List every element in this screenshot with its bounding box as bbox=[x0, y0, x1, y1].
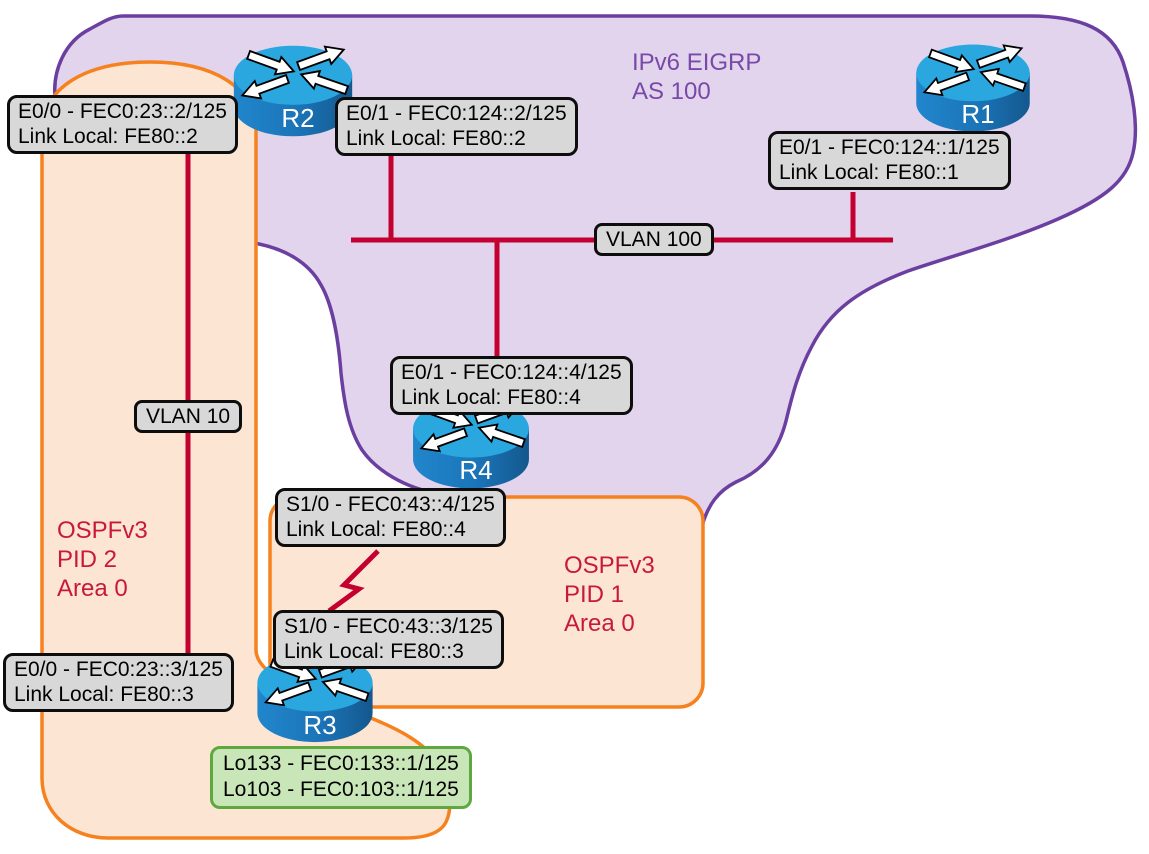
label-r3-s10-line2: Link Local: FE80::3 bbox=[284, 640, 464, 663]
ospf-pid2-label-line1: OSPFv3 bbox=[57, 517, 148, 544]
router-r3-name: R3 bbox=[303, 710, 337, 740]
eigrp-region-label: IPv6 EIGRP AS 100 bbox=[632, 48, 761, 106]
router-r4-name: R4 bbox=[459, 455, 493, 486]
ospf-pid2-label-line2: PID 2 bbox=[57, 546, 118, 573]
label-r1-e01-line2: Link Local: FE80::1 bbox=[779, 161, 959, 184]
eigrp-region-label-line2: AS 100 bbox=[632, 78, 711, 105]
ospf-pid1-region-label: OSPFv3 PID 1 Area 0 bbox=[564, 551, 655, 638]
ospf-pid2-region-label: OSPFv3 PID 2 Area 0 bbox=[57, 516, 148, 603]
router-r4: R4 bbox=[407, 396, 535, 492]
router-r1-name: R1 bbox=[961, 99, 995, 130]
ospf-pid2-label-line3: Area 0 bbox=[57, 575, 128, 602]
ospf-pid1-label-line1: OSPFv3 bbox=[564, 552, 655, 579]
label-r4-e01-line2: Link Local: FE80::4 bbox=[401, 386, 581, 409]
label-r4-s10-line1: S1/0 - FEC0:43::4/125 bbox=[286, 493, 495, 516]
label-r2-e00-line2: Link Local: FE80::2 bbox=[18, 125, 198, 148]
label-r3-e00-line1: E0/0 - FEC0:23::3/125 bbox=[14, 658, 223, 681]
label-r4-e01: E0/1 - FEC0:124::4/125 Link Local: FE80:… bbox=[390, 356, 633, 415]
vlan10-label: VLAN 10 bbox=[134, 400, 243, 433]
ospf-pid1-label-line2: PID 1 bbox=[564, 581, 625, 608]
label-r4-e01-line1: E0/1 - FEC0:124::4/125 bbox=[401, 361, 622, 384]
vlan100-label: VLAN 100 bbox=[594, 223, 714, 256]
label-r2-e00: E0/0 - FEC0:23::2/125 Link Local: FE80::… bbox=[7, 95, 238, 154]
label-r2-e01-line1: E0/1 - FEC0:124::2/125 bbox=[346, 102, 567, 125]
router-r2: R2 bbox=[228, 42, 358, 140]
label-r3-e00-line2: Link Local: FE80::3 bbox=[14, 683, 194, 706]
router-r1: R1 bbox=[906, 41, 1040, 135]
r3-loopback-line1: Lo133 - FEC0:133::1/125 bbox=[223, 752, 459, 775]
label-r3-e00: E0/0 - FEC0:23::3/125 Link Local: FE80::… bbox=[3, 653, 234, 712]
label-r2-e01: E0/1 - FEC0:124::2/125 Link Local: FE80:… bbox=[335, 97, 578, 156]
label-r1-e01-line1: E0/1 - FEC0:124::1/125 bbox=[779, 136, 1000, 159]
eigrp-region-label-line1: IPv6 EIGRP bbox=[632, 49, 762, 76]
r3-loopback-line2: Lo103 - FEC0:103::1/125 bbox=[223, 778, 459, 801]
router-r3: R3 bbox=[252, 648, 378, 748]
label-r2-e01-line2: Link Local: FE80::2 bbox=[346, 127, 526, 150]
label-r3-s10-line1: S1/0 - FEC0:43::3/125 bbox=[284, 615, 493, 638]
label-r3-s10: S1/0 - FEC0:43::3/125 Link Local: FE80::… bbox=[273, 610, 504, 669]
label-r4-s10-line2: Link Local: FE80::4 bbox=[286, 518, 466, 541]
label-r1-e01: E0/1 - FEC0:124::1/125 Link Local: FE80:… bbox=[768, 131, 1011, 190]
label-r4-s10: S1/0 - FEC0:43::4/125 Link Local: FE80::… bbox=[275, 488, 506, 547]
serial-link-r4-r3 bbox=[327, 549, 380, 614]
r3-loopbacks-box: Lo133 - FEC0:133::1/125 Lo103 - FEC0:103… bbox=[210, 746, 472, 809]
ospf-pid1-label-line3: Area 0 bbox=[564, 610, 635, 637]
label-r2-e00-line1: E0/0 - FEC0:23::2/125 bbox=[18, 100, 227, 123]
router-r2-name: R2 bbox=[281, 102, 315, 133]
